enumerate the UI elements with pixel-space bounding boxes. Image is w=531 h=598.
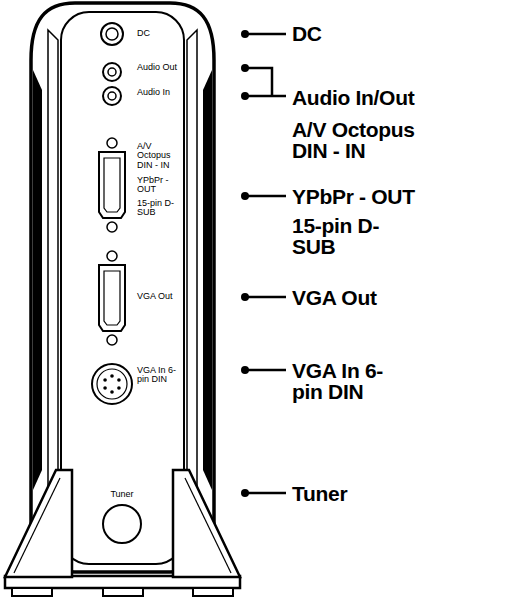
audio-in-jack (103, 87, 121, 105)
dc-jack (101, 23, 123, 45)
stand-foot (193, 588, 233, 596)
port-label: Audio In (137, 88, 181, 97)
screw (107, 335, 117, 345)
port-panel (61, 12, 184, 564)
screw (107, 138, 117, 148)
port-label: YPbPr - OUT (137, 176, 181, 195)
vga-out-connector (104, 271, 120, 325)
dsub-connector (99, 152, 125, 218)
callout-label: A/V Octopus DIN - IN (292, 119, 452, 161)
din-connector (97, 369, 127, 399)
stand-wing (173, 470, 240, 577)
port-label: VGA Out (137, 292, 181, 301)
leader-dots (241, 30, 249, 497)
din-pin (110, 390, 114, 394)
callout-label: Tuner (292, 483, 492, 504)
din-pin (103, 386, 107, 390)
din-pins (103, 374, 120, 394)
leader-dot (241, 293, 249, 301)
dc-jack (106, 28, 118, 40)
port-label: Audio Out (137, 63, 181, 72)
din-pin (110, 374, 114, 378)
callout-label: VGA In 6-pin DIN (292, 360, 402, 402)
leader-dot (241, 92, 249, 100)
leader-line (245, 195, 286, 198)
housing-shade (203, 70, 212, 490)
leader-lines (245, 34, 286, 493)
stand-wing (5, 470, 72, 577)
port-label: DC (137, 29, 181, 38)
port-label: Tuner (100, 490, 144, 499)
screw (107, 222, 117, 232)
leader-dot (241, 192, 249, 200)
leader-dot (241, 489, 249, 497)
tuner-connector (103, 505, 141, 543)
callout-label: VGA Out (292, 287, 492, 308)
vga-out-connector (99, 265, 125, 331)
port-label: 15-pin D-SUB (137, 199, 181, 218)
callout-label: Audio In/Out (292, 87, 492, 108)
leader-dot (241, 366, 249, 374)
leader-line (245, 492, 286, 495)
stand-foot (12, 588, 52, 596)
din-pin (117, 386, 121, 390)
screw (107, 251, 117, 261)
leader-line (245, 296, 286, 299)
din-pin (103, 378, 107, 382)
audio-out-jack (103, 63, 121, 81)
stand-edge (185, 478, 231, 573)
audio-in-jack (108, 92, 116, 100)
leader-line (245, 33, 286, 36)
din-pin (117, 378, 121, 382)
dsub-connector (104, 158, 120, 212)
leader-dot (241, 30, 249, 38)
callout-label: DC (292, 23, 492, 44)
stand-foot (103, 588, 143, 596)
din-connector (92, 364, 132, 404)
leader-dot (241, 64, 249, 72)
callout-label: 15-pin D-SUB (292, 215, 402, 257)
port-label: A/V Octopus DIN - IN (137, 142, 181, 170)
bracket-leader (245, 68, 286, 96)
callout-label: YPbPr - OUT (292, 186, 492, 207)
port-label: VGA In 6-pin DIN (137, 366, 181, 385)
housing-shade (33, 70, 42, 490)
audio-out-jack (108, 68, 116, 76)
leader-line (245, 369, 286, 372)
stand-edge (14, 478, 60, 573)
